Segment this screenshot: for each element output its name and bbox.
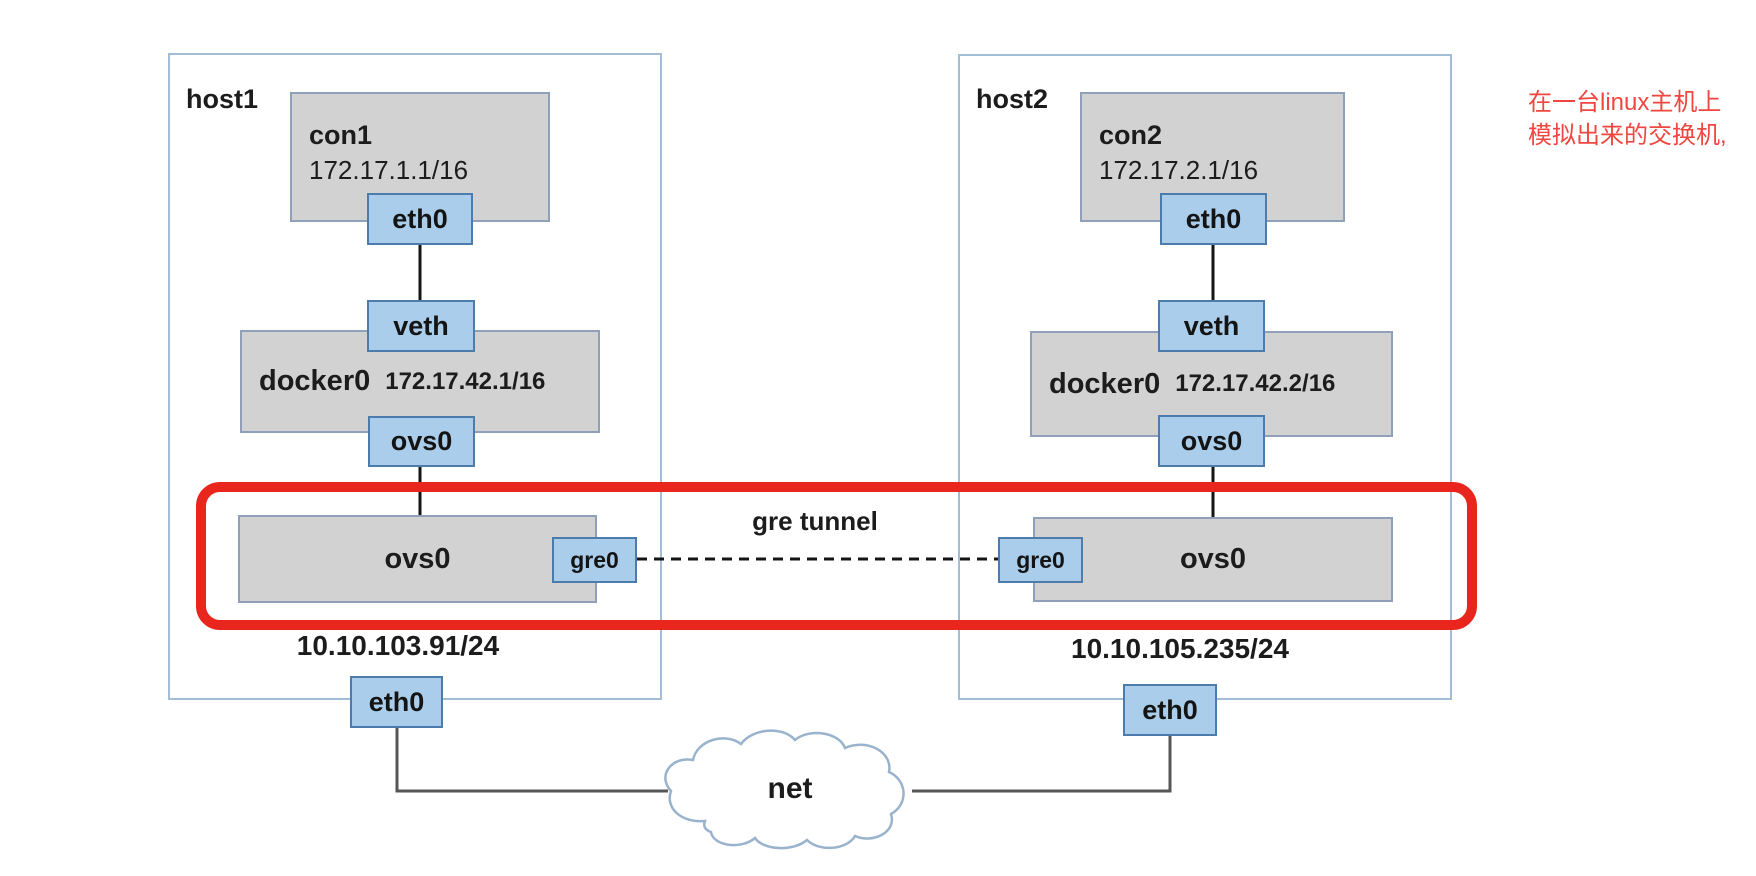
host2-docker0-ovs0-port: ovs0 (1158, 415, 1265, 467)
con2-eth0-port: eth0 (1160, 193, 1267, 245)
host2-docker0-ip: 172.17.42.2/16 (1175, 370, 1336, 397)
con2-text: con2 172.17.2.1/16 (1099, 118, 1258, 188)
gre-tunnel-label: gre tunnel (752, 506, 878, 536)
host1-docker0-ip: 172.17.42.1/16 (385, 367, 546, 395)
net-cloud (664, 729, 905, 850)
con2-name: con2 (1099, 120, 1163, 150)
host1-eth0-port: eth0 (350, 676, 443, 728)
host1-ovs0-bridge-name: ovs0 (384, 542, 451, 575)
host1-gre0-port: gre0 (552, 537, 637, 583)
host1-docker0-row: docker0 172.17.42.1/16 (242, 332, 598, 431)
host1-ovs0-bridge-box: ovs0 (238, 515, 597, 603)
host2-ip-label: 10.10.105.235/24 (1071, 633, 1289, 664)
con1-eth0-port: eth0 (367, 193, 473, 245)
host1-docker0-ovs0-port: ovs0 (368, 416, 475, 467)
cloud-outline (664, 729, 905, 850)
host1-docker0-name: docker0 (259, 365, 371, 397)
wire-host2-eth0-to-net (912, 736, 1172, 793)
host2-ovs0-bridge-box: ovs0 (1033, 517, 1393, 602)
con1-name: con1 (309, 120, 373, 150)
wire-host1-eth0-to-net (395, 728, 668, 793)
annotation-text: 在一台linux主机上 模拟出来的交换机, (1528, 86, 1727, 152)
host2-veth-port: veth (1158, 300, 1265, 352)
host2-ovs0-bridge-name: ovs0 (1179, 543, 1247, 575)
host1-label: host1 (186, 84, 259, 114)
con2-ip: 172.17.2.1/16 (1099, 155, 1259, 185)
host2-eth0-port: eth0 (1123, 684, 1217, 736)
host1-ip-label: 10.10.103.91/24 (296, 630, 500, 661)
host2-docker0-row: docker0 172.17.42.2/16 (1032, 333, 1391, 435)
container-box-con1: con1 172.17.1.1/16 (290, 92, 550, 222)
host1-veth-port: veth (367, 300, 475, 352)
net-label: net (767, 772, 813, 805)
annotation-line2: 模拟出来的交换机, (1528, 122, 1727, 149)
con1-ip: 172.17.1.1/16 (309, 155, 469, 185)
annotation-line1: 在一台linux主机上 (1528, 89, 1722, 116)
con1-text: con1 172.17.1.1/16 (309, 118, 468, 188)
host2-gre0-port: gre0 (998, 537, 1083, 583)
host2-label: host2 (976, 84, 1049, 114)
host2-docker0-name: docker0 (1049, 367, 1161, 400)
